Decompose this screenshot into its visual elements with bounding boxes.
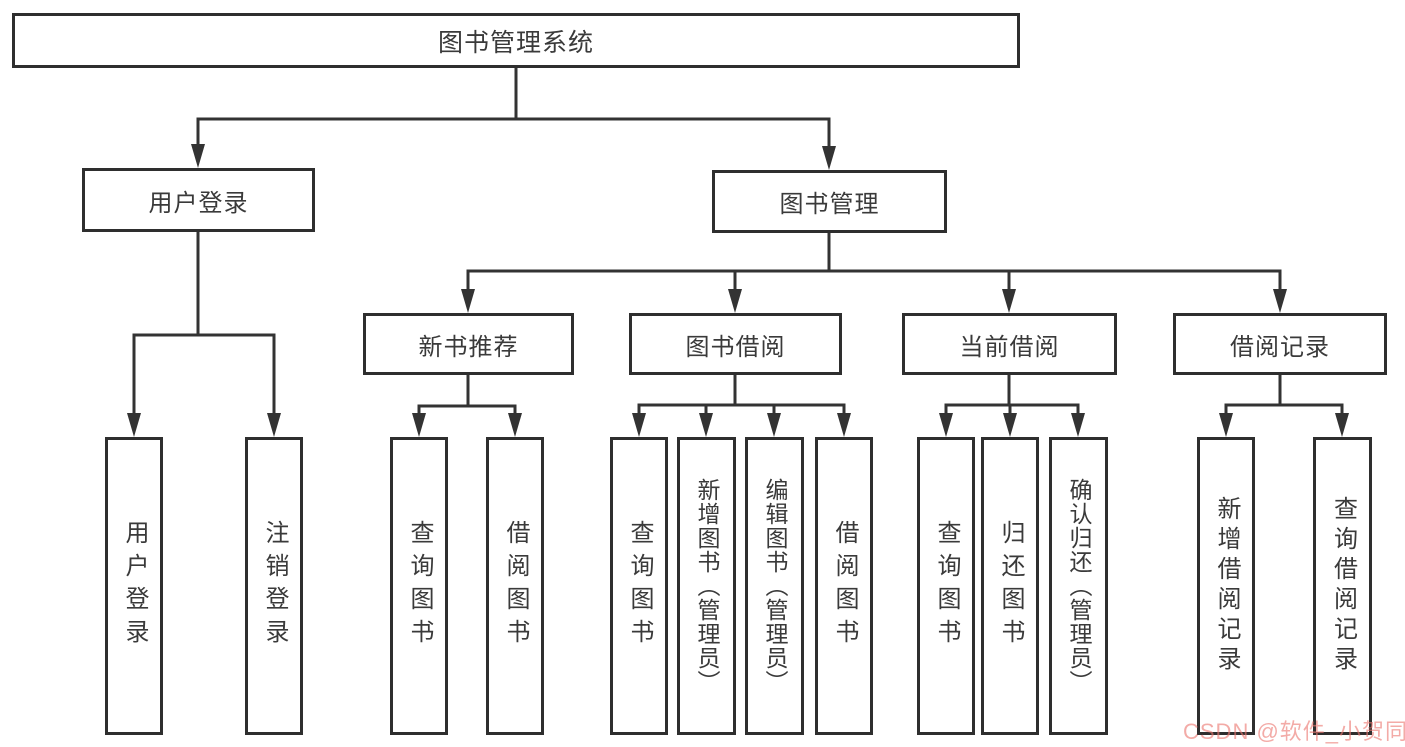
node-borrow-books: 借阅图书 <box>815 437 873 735</box>
node-label: 查询图书 <box>933 520 960 652</box>
node-label: 查询借阅记录 <box>1329 496 1357 676</box>
node-label: 查询图书 <box>406 520 433 652</box>
node-new-book-recommend: 新书推荐 <box>363 313 574 375</box>
node-book-management: 图书管理 <box>712 170 947 233</box>
node-current-borrowing: 当前借阅 <box>902 313 1117 375</box>
node-label: 当前借阅 <box>959 333 1060 361</box>
node-label: 查询图书 <box>626 520 653 652</box>
node-label: 用户登录 <box>121 520 148 652</box>
node-library-management-system: 图书管理系统 <box>12 13 1020 68</box>
node-logout: 注销登录 <box>245 437 303 735</box>
node-user-login: 用户登录 <box>82 168 315 232</box>
node-edit-books-admin: 编辑图书（管理员） <box>745 437 804 735</box>
node-query-books-borrow: 查询图书 <box>610 437 668 735</box>
arrowhead-icons <box>127 144 1349 437</box>
node-label: 借阅图书 <box>502 520 529 652</box>
node-label: 确认归还（管理员） <box>1066 478 1092 694</box>
node-label: 归还图书 <box>997 520 1024 652</box>
node-label: 图书管理 <box>779 191 880 218</box>
node-label: 新增借阅记录 <box>1213 496 1240 676</box>
node-query-books-current: 查询图书 <box>917 437 975 735</box>
node-borrow-books-recommend: 借阅图书 <box>486 437 544 735</box>
node-label: 图书借阅 <box>685 333 786 361</box>
node-label: 图书管理系统 <box>437 28 594 57</box>
node-borrowing-records: 借阅记录 <box>1173 313 1387 375</box>
csdn-watermark: CSDN @软件_小贺同学 <box>1183 719 1405 744</box>
node-label: 借阅图书 <box>831 520 858 652</box>
node-label: 编辑图书（管理员） <box>762 478 788 694</box>
node-add-books-admin: 新增图书（管理员） <box>677 437 736 735</box>
node-label: 借阅记录 <box>1230 333 1330 361</box>
node-label: 新增图书（管理员） <box>694 478 720 694</box>
node-return-books: 归还图书 <box>981 437 1039 735</box>
node-label: 注销登录 <box>261 520 288 652</box>
node-user-login-leaf: 用户登录 <box>105 437 163 735</box>
node-label: 用户登录 <box>148 189 249 217</box>
node-book-borrowing: 图书借阅 <box>629 313 842 375</box>
node-confirm-return-admin: 确认归还（管理员） <box>1049 437 1108 735</box>
node-label: 新书推荐 <box>418 333 519 361</box>
node-query-books-recommend: 查询图书 <box>390 437 448 735</box>
node-query-borrow-record: 查询借阅记录 <box>1313 437 1372 735</box>
node-add-borrow-record: 新增借阅记录 <box>1197 437 1255 735</box>
